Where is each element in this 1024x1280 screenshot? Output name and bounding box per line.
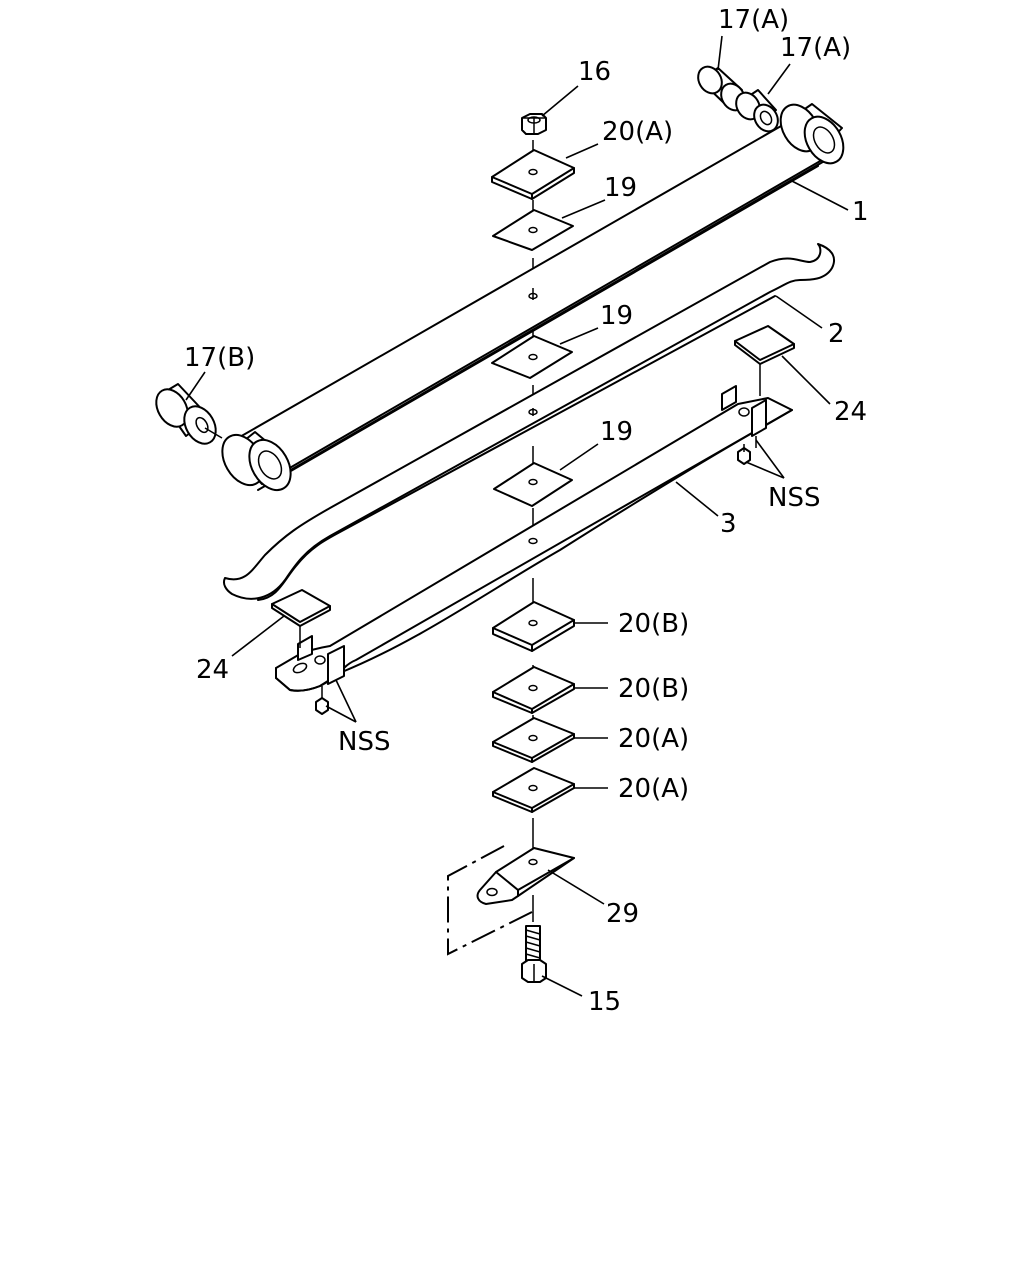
label-nss-right: NSS <box>768 483 820 513</box>
leaf-2 <box>222 243 836 601</box>
leaf-3-front-clip <box>297 635 345 685</box>
nut-16 <box>521 113 547 135</box>
label-20b-second: 20(B) <box>618 674 689 704</box>
label-24-left: 24 <box>196 655 229 685</box>
washer-20a-first <box>492 717 575 763</box>
washer-20b-second <box>492 666 575 714</box>
label-19-top: 19 <box>604 173 637 203</box>
washer-20b-first <box>492 601 575 652</box>
nss-rivet-right <box>737 436 757 465</box>
label-15: 15 <box>588 987 621 1017</box>
label-19-middle: 19 <box>600 301 633 331</box>
leaf-1-front-eye <box>221 431 292 492</box>
label-17b: 17(B) <box>184 343 255 373</box>
leaf-3-rear-clip <box>721 385 767 437</box>
bushing-17a-second <box>735 89 779 133</box>
washer-20a-top <box>491 149 575 200</box>
label-20a-first: 20(A) <box>618 724 689 754</box>
label-2: 2 <box>828 319 845 349</box>
bracket-phantom-outline <box>447 845 533 956</box>
pad-24-left <box>271 589 331 648</box>
callout-labels: 17(A) 17(A) 16 20(A) 19 1 17(B) 19 2 24 … <box>184 5 869 1017</box>
bracket-29 <box>476 847 575 905</box>
label-17a-first: 17(A) <box>718 5 789 35</box>
leaf-1-rear-eye <box>779 103 845 165</box>
bushing-17b <box>155 383 223 445</box>
pad-24-right <box>734 325 795 396</box>
nss-rivet-left <box>315 686 329 715</box>
label-19-lower: 19 <box>600 417 633 447</box>
label-20b-first: 20(B) <box>618 609 689 639</box>
label-24-right: 24 <box>834 397 867 427</box>
leaf-3 <box>275 397 793 692</box>
pad-19-lower <box>493 462 573 507</box>
label-29: 29 <box>606 899 639 929</box>
bolt-15 <box>521 925 547 983</box>
label-17a-second: 17(A) <box>780 33 851 63</box>
label-nss-left: NSS <box>338 727 390 757</box>
label-3: 3 <box>720 509 737 539</box>
label-20a-top: 20(A) <box>602 117 673 147</box>
leader-lines <box>185 35 849 997</box>
label-20a-second: 20(A) <box>618 774 689 804</box>
pad-19-middle <box>491 335 573 379</box>
label-1: 1 <box>852 197 869 227</box>
label-16: 16 <box>578 57 611 87</box>
washer-20a-second <box>492 767 575 813</box>
pad-19-top <box>492 209 574 251</box>
